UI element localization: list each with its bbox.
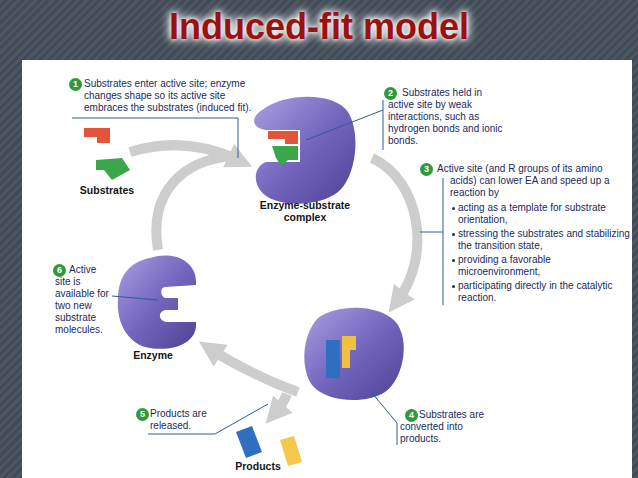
product-yellow bbox=[280, 436, 302, 466]
slide-title: Induced-fit model bbox=[0, 6, 638, 48]
leader-line bbox=[397, 423, 398, 445]
substrate-red bbox=[84, 128, 110, 143]
bullet-text: participating directly in the catalytic … bbox=[458, 280, 630, 304]
bullet-dot bbox=[452, 233, 455, 236]
bullet-dot bbox=[452, 259, 455, 262]
leader-line bbox=[306, 110, 383, 140]
bullet-text: stressing the substrates and stabilizing… bbox=[458, 228, 630, 252]
part-label: Products bbox=[228, 460, 288, 472]
callout-number: 2 bbox=[384, 87, 397, 100]
substrate-red bbox=[268, 131, 298, 144]
bullet-dot bbox=[452, 285, 455, 288]
enzyme-blob bbox=[118, 256, 196, 349]
enzyme-blob bbox=[254, 97, 355, 204]
callout-text: Products are released. bbox=[150, 408, 230, 432]
part-label: Enzyme bbox=[118, 349, 188, 361]
enzyme-blob bbox=[304, 308, 403, 400]
callout-text: Active site (and R groups of its amino a… bbox=[450, 163, 630, 199]
cycle-arrow bbox=[276, 394, 287, 412]
callout-text: Active site is available for two new sub… bbox=[55, 264, 113, 336]
cycle-arrow bbox=[372, 158, 417, 300]
substrate-green bbox=[96, 158, 130, 180]
leader-line bbox=[443, 178, 444, 305]
product-yellow bbox=[342, 336, 356, 368]
product-blue bbox=[326, 340, 340, 378]
bullet-text: acting as a template for substrate orien… bbox=[458, 202, 630, 226]
leader-line bbox=[112, 296, 158, 300]
cycle-arrow bbox=[156, 156, 232, 250]
callout-number: 4 bbox=[405, 409, 418, 422]
callout-text: Substrates are converted into products. bbox=[400, 409, 495, 445]
leader-line bbox=[420, 232, 443, 233]
leader-line bbox=[148, 404, 268, 434]
callout-number: 6 bbox=[53, 264, 66, 277]
cycle-arrow bbox=[130, 145, 238, 160]
callout-number: 3 bbox=[420, 163, 433, 176]
product-blue bbox=[236, 426, 262, 458]
bullet-text: providing a favorable microenvironment, bbox=[458, 254, 630, 278]
part-label: Substrates bbox=[72, 184, 142, 196]
leader-line bbox=[372, 393, 397, 423]
callout-number: 1 bbox=[69, 78, 82, 91]
callout-text: Substrates held in active site by weak i… bbox=[388, 87, 506, 147]
part-label: Enzyme-substrate complex bbox=[250, 199, 360, 223]
callout-text: Substrates enter active site; enzyme cha… bbox=[84, 78, 269, 114]
cycle-arrow bbox=[212, 350, 298, 392]
bullet-dot bbox=[452, 207, 455, 210]
leader-line bbox=[383, 100, 384, 150]
leader-line bbox=[72, 118, 238, 158]
callout-number: 5 bbox=[136, 408, 149, 421]
substrate-green bbox=[272, 146, 298, 166]
